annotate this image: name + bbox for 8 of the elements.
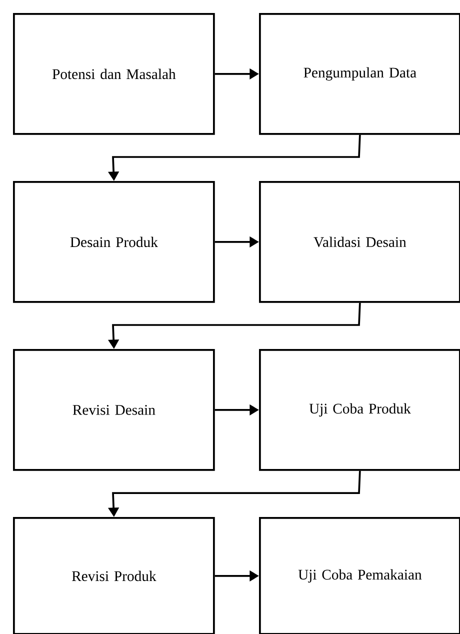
- process-box: Uji Coba Produk: [259, 349, 460, 471]
- process-box: Revisi Desain: [13, 349, 215, 471]
- process-box: Revisi Produk: [13, 517, 215, 634]
- process-box: Potensi dan Masalah: [13, 13, 215, 135]
- process-box: Pengumpulan Data: [259, 13, 460, 135]
- process-box: Uji Coba Pemakaian: [259, 517, 460, 634]
- process-box: Validasi Desain: [259, 181, 460, 303]
- process-box: Desain Produk: [13, 181, 215, 303]
